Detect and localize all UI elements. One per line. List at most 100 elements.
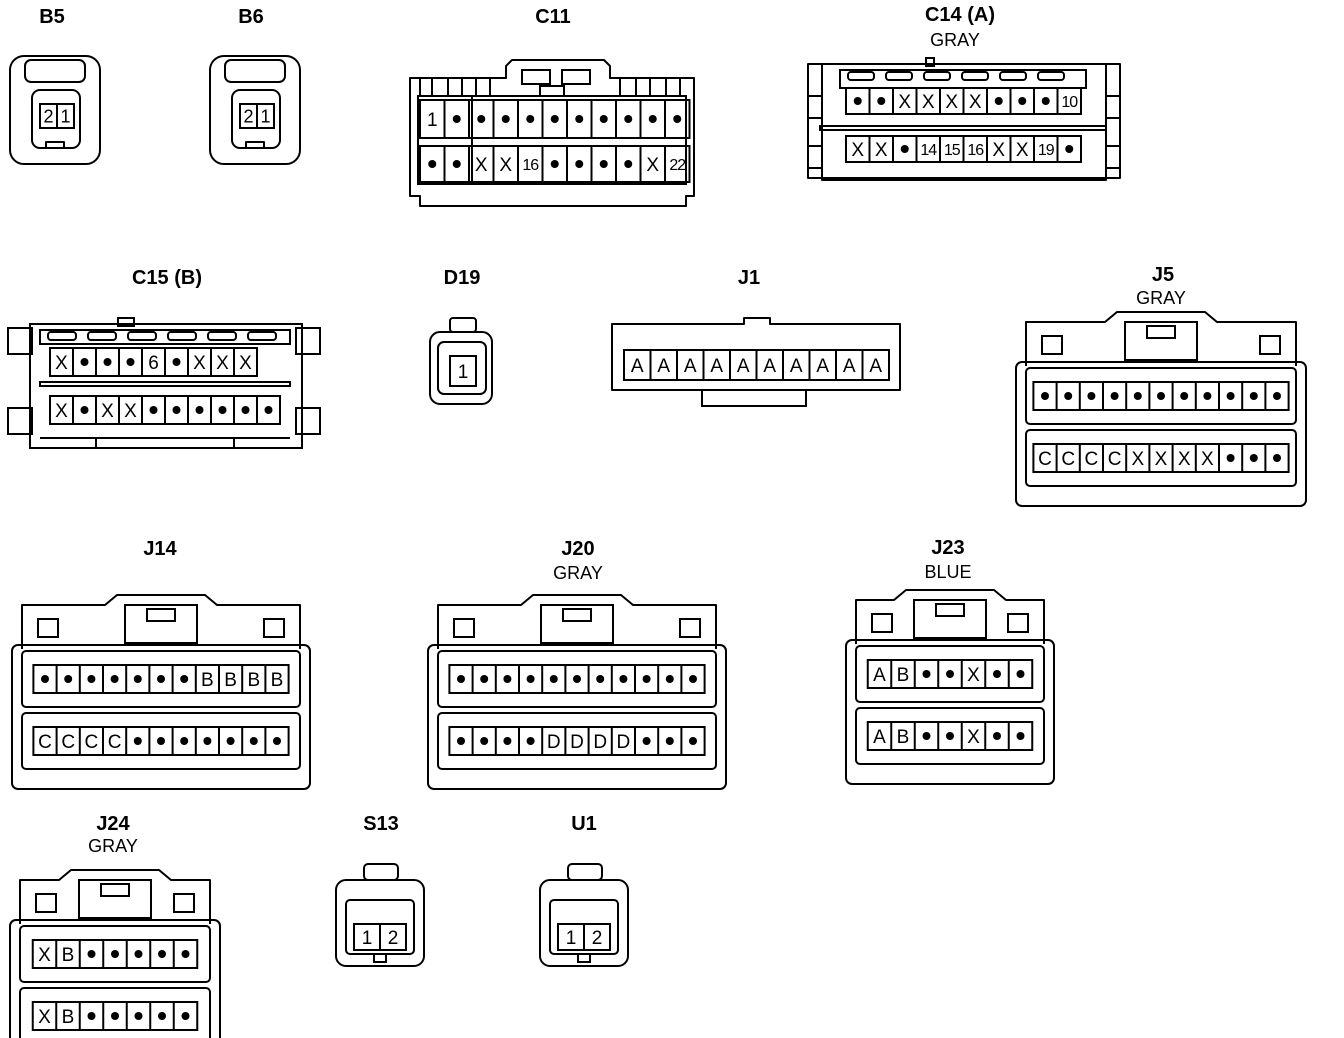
pin-dot <box>946 732 954 740</box>
pin-dot <box>218 406 227 414</box>
pin-dot <box>1203 392 1212 400</box>
pin-dot <box>457 737 465 745</box>
pin-dot <box>1273 392 1281 400</box>
pin-label: X <box>851 140 864 161</box>
pin-dot <box>134 1012 143 1020</box>
label-j5: J5 <box>1151 264 1175 286</box>
pin-dot <box>126 358 135 366</box>
pin-dot <box>157 737 165 745</box>
pin-dot <box>64 675 73 683</box>
pin-dot <box>550 160 559 168</box>
pin-label: B <box>62 1007 75 1028</box>
pin-dot <box>452 160 461 168</box>
pin-dot <box>624 115 633 123</box>
pin-dot <box>87 1012 96 1020</box>
label-b6: B6 <box>238 6 264 28</box>
pin-label: X <box>875 140 888 161</box>
pin-dot <box>158 950 166 958</box>
pin-dot <box>1249 392 1258 400</box>
pin-label: 1 <box>260 106 270 126</box>
pin-label: A <box>873 665 886 686</box>
pin-dot <box>501 115 510 123</box>
pin-dot <box>689 675 697 683</box>
pin-label: B <box>247 670 260 691</box>
pin-dot <box>549 675 558 683</box>
pin-dot <box>1180 392 1189 400</box>
pin-dot <box>575 160 584 168</box>
pin-label: A <box>790 356 803 377</box>
pin-label: X <box>967 665 980 686</box>
label-s13: S13 <box>363 813 399 835</box>
pin-dot <box>452 115 461 123</box>
pin-label: X <box>646 155 659 176</box>
pin-label: 10 <box>1061 94 1078 111</box>
pin-label: 1 <box>362 928 373 949</box>
pin-label: X <box>475 155 488 176</box>
pin-label: X <box>945 92 958 113</box>
pin-dot <box>273 737 281 745</box>
pin-dot <box>689 737 697 745</box>
label-c15: C15 (B) <box>131 267 203 289</box>
pin-label: 6 <box>148 353 159 374</box>
pin-dot <box>922 732 931 740</box>
label-j20-color: GRAY <box>553 563 603 583</box>
pin-dot <box>503 675 512 683</box>
pin-dot <box>1016 732 1025 740</box>
pin-label: C <box>61 732 75 753</box>
pin-dot <box>596 675 605 683</box>
label-u1: U1 <box>571 813 597 835</box>
pin-label: X <box>193 353 206 374</box>
pin-label: A <box>631 356 644 377</box>
pin-dot <box>172 358 181 366</box>
pin-label: X <box>967 727 980 748</box>
pin-label: X <box>101 401 114 422</box>
pin-label: 15 <box>944 142 961 159</box>
pin-dot <box>673 115 682 123</box>
pin-dot <box>1065 145 1074 153</box>
pin-dot <box>480 675 489 683</box>
pin-dot <box>181 1012 190 1020</box>
pin-dot <box>480 737 489 745</box>
pin-label: D <box>570 732 584 753</box>
pin-label: D <box>617 732 631 753</box>
pin-dot <box>1041 97 1050 105</box>
pin-label: B <box>62 945 75 966</box>
pin-label: X <box>922 92 935 113</box>
pin-dot <box>134 950 143 958</box>
pin-dot <box>110 675 119 683</box>
pin-dot <box>503 737 512 745</box>
pin-label: B <box>897 727 910 748</box>
pin-label: X <box>124 401 137 422</box>
pin-dot <box>226 737 235 745</box>
pin-label: D <box>547 732 561 753</box>
pin-label: X <box>1178 449 1191 470</box>
pin-dot <box>922 670 931 678</box>
pin-dot <box>573 675 581 683</box>
pin-dot <box>599 115 608 123</box>
label-j5-color: GRAY <box>1136 288 1186 308</box>
pin-label: A <box>710 356 723 377</box>
pin-dot <box>457 675 465 683</box>
pin-label: 16 <box>522 157 539 174</box>
pin-label: C <box>38 732 52 753</box>
pin-dot <box>648 115 657 123</box>
pin-dot <box>1226 454 1235 462</box>
pin-dot <box>526 675 535 683</box>
pin-label: 2 <box>243 106 253 126</box>
pin-label: 22 <box>669 157 686 174</box>
pin-dot <box>103 358 112 366</box>
pin-label: 1 <box>427 110 438 131</box>
pin-dot <box>80 406 89 414</box>
label-j24: J24 <box>96 813 130 835</box>
pin-dot <box>642 737 651 745</box>
pin-dot <box>665 675 674 683</box>
